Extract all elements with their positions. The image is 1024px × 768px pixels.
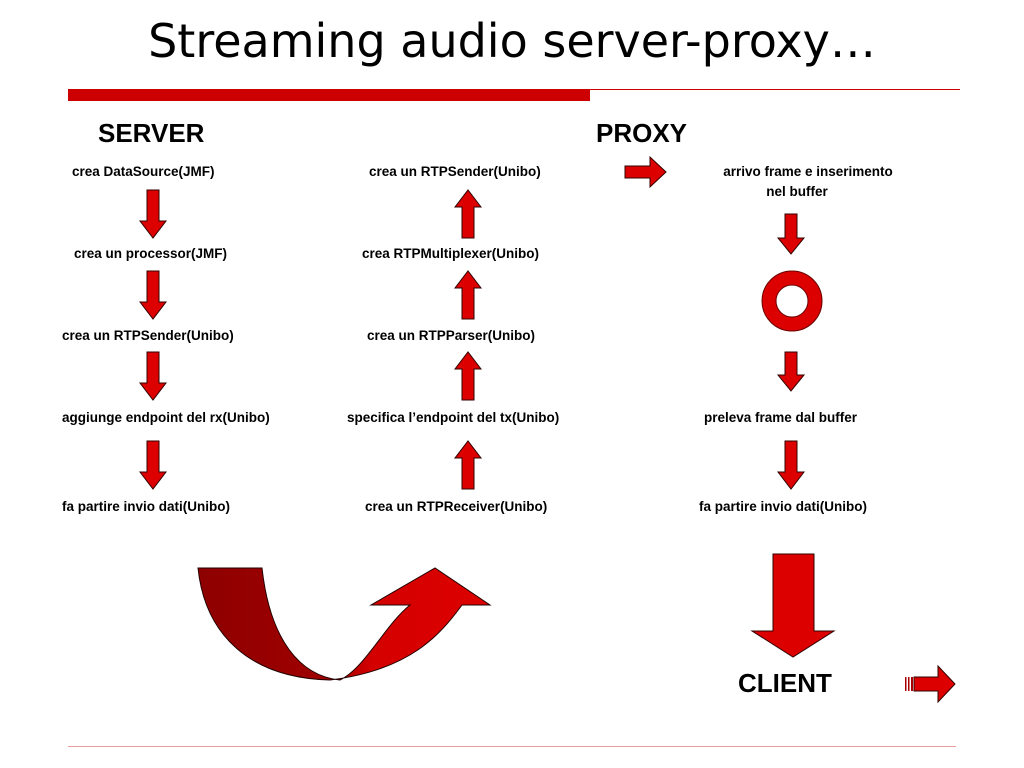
down-arrow-icon xyxy=(138,351,168,401)
server-step-5: fa partire invio dati(Unibo) xyxy=(62,499,231,514)
down-arrow-icon xyxy=(776,213,806,255)
up-arrow-icon xyxy=(453,440,483,490)
server-step-2: crea un processor(JMF) xyxy=(74,246,228,261)
client-heading: CLIENT xyxy=(738,668,832,698)
big-down-arrow-icon xyxy=(750,553,836,658)
title-underline-thin xyxy=(590,89,960,90)
up-arrow-icon xyxy=(453,189,483,239)
proxy-step-sender: crea un RTPSender(Unibo) xyxy=(369,164,541,179)
proxy-step-multiplexer: crea RTPMultiplexer(Unibo) xyxy=(362,246,540,261)
proxy-heading: PROXY xyxy=(596,118,688,148)
u-turn-arrow-icon xyxy=(197,567,492,681)
down-arrow-icon xyxy=(776,440,806,490)
buffer-arrival-line1: arrivo frame e inserimento xyxy=(723,164,893,179)
buffer-start-send: fa partire invio dati(Unibo) xyxy=(699,499,868,514)
up-arrow-icon xyxy=(453,351,483,401)
bottom-rule xyxy=(68,746,956,747)
buffer-arrival-line2: nel buffer xyxy=(766,184,828,199)
down-arrow-icon xyxy=(138,270,168,320)
down-arrow-icon xyxy=(138,440,168,490)
server-step-1: crea DataSource(JMF) xyxy=(72,164,215,179)
server-heading: SERVER xyxy=(98,118,205,148)
buffer-take-frame: preleva frame dal buffer xyxy=(704,410,858,425)
striped-right-arrow-icon xyxy=(905,664,956,704)
right-arrow-icon xyxy=(624,155,667,189)
ring-icon xyxy=(761,270,823,332)
title-underline-thick xyxy=(68,89,590,101)
down-arrow-icon xyxy=(138,189,168,239)
proxy-step-endpoint: specifica l’endpoint del tx(Unibo) xyxy=(347,410,560,425)
proxy-step-receiver: crea un RTPReceiver(Unibo) xyxy=(365,499,548,514)
up-arrow-icon xyxy=(453,270,483,320)
server-step-3: crea un RTPSender(Unibo) xyxy=(62,328,234,343)
proxy-step-parser: crea un RTPParser(Unibo) xyxy=(367,328,536,343)
server-step-4: aggiunge endpoint del rx(Unibo) xyxy=(62,410,270,425)
down-arrow-icon xyxy=(776,351,806,392)
slide-title: Streaming audio server-proxy… xyxy=(148,14,876,68)
